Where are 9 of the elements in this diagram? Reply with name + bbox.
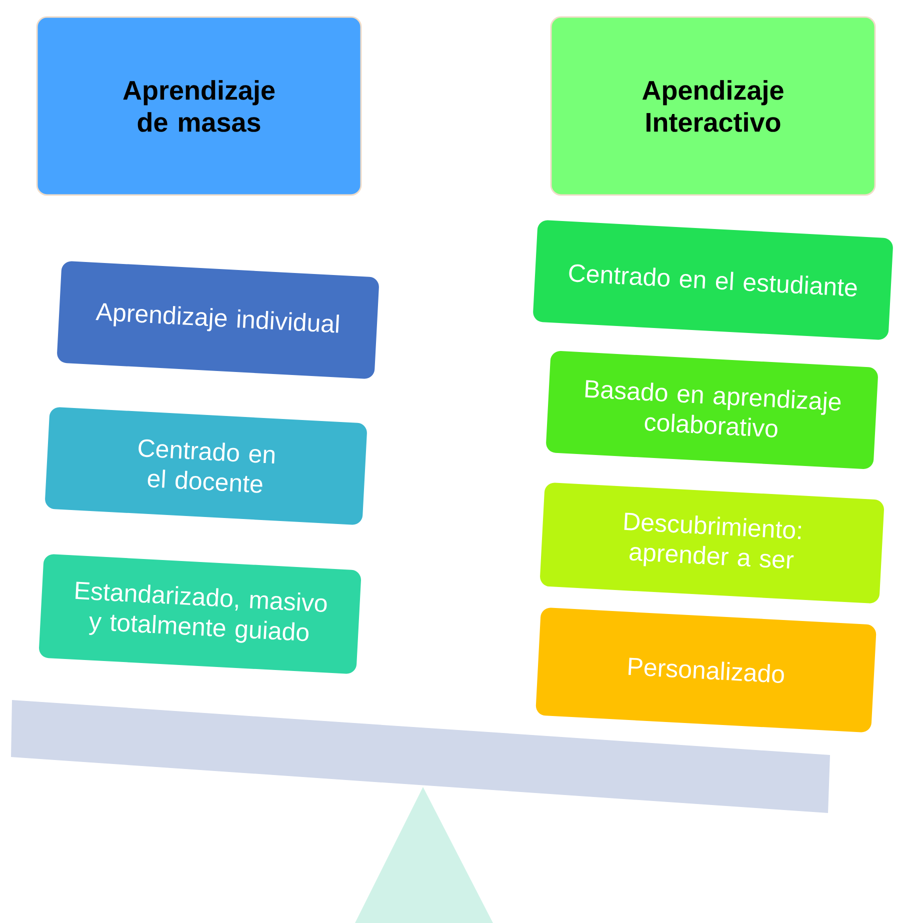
concept-box: Personalizado <box>536 608 876 732</box>
concept-box: Centrado en el estudiante <box>533 220 893 340</box>
concept-box: Basado en aprendizaje colaborativo <box>546 351 878 469</box>
concept-box: Descubrimiento: aprender a ser <box>540 482 884 604</box>
concept-box: Centrado en el docente <box>45 407 367 525</box>
concept-box: Aprendizaje individual <box>57 261 379 379</box>
heading-box: Apendizaje Interactivo <box>550 16 876 196</box>
concept-box: Estandarizado, masivo y totalmente guiado <box>39 554 361 674</box>
heading-box: Aprendizaje de masas <box>36 16 362 196</box>
